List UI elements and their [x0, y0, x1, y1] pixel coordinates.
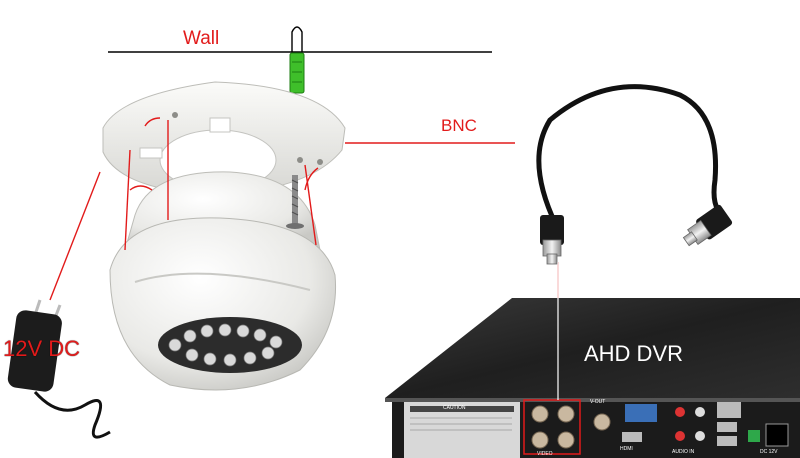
power-adapter-icon — [7, 299, 111, 439]
screw-icon — [286, 175, 304, 229]
bnc-connector-right — [682, 204, 733, 247]
ir-led-ring — [168, 323, 283, 367]
video-bnc-ports — [531, 405, 575, 449]
hdmi-port-label: HDMI — [620, 446, 633, 452]
dc-port-label: DC 12V — [760, 449, 778, 455]
wall — [108, 26, 492, 94]
power-label: 12V DC — [3, 336, 81, 361]
dvr-label: AHD DVR — [584, 341, 684, 366]
camera-dome-body — [109, 171, 337, 391]
bnc-cable-icon — [536, 84, 733, 265]
wall-anchor-icon — [289, 26, 305, 94]
dvr-back-panel — [392, 399, 800, 458]
video-port-label: VIDEO — [537, 451, 553, 457]
bnc-connector-left — [540, 215, 564, 265]
bnc-label: BNC — [441, 116, 477, 135]
audio-in-label: AUDIO IN — [672, 449, 695, 455]
mounting-callout-lines — [49, 117, 559, 301]
dome-camera-icon — [102, 81, 346, 391]
audio-ports — [675, 407, 705, 441]
vout-port-label: V-OUT — [590, 399, 606, 405]
wall-label: Wall — [183, 28, 220, 49]
dvr-icon — [385, 298, 800, 458]
caution-text: CAUTION — [443, 405, 466, 411]
